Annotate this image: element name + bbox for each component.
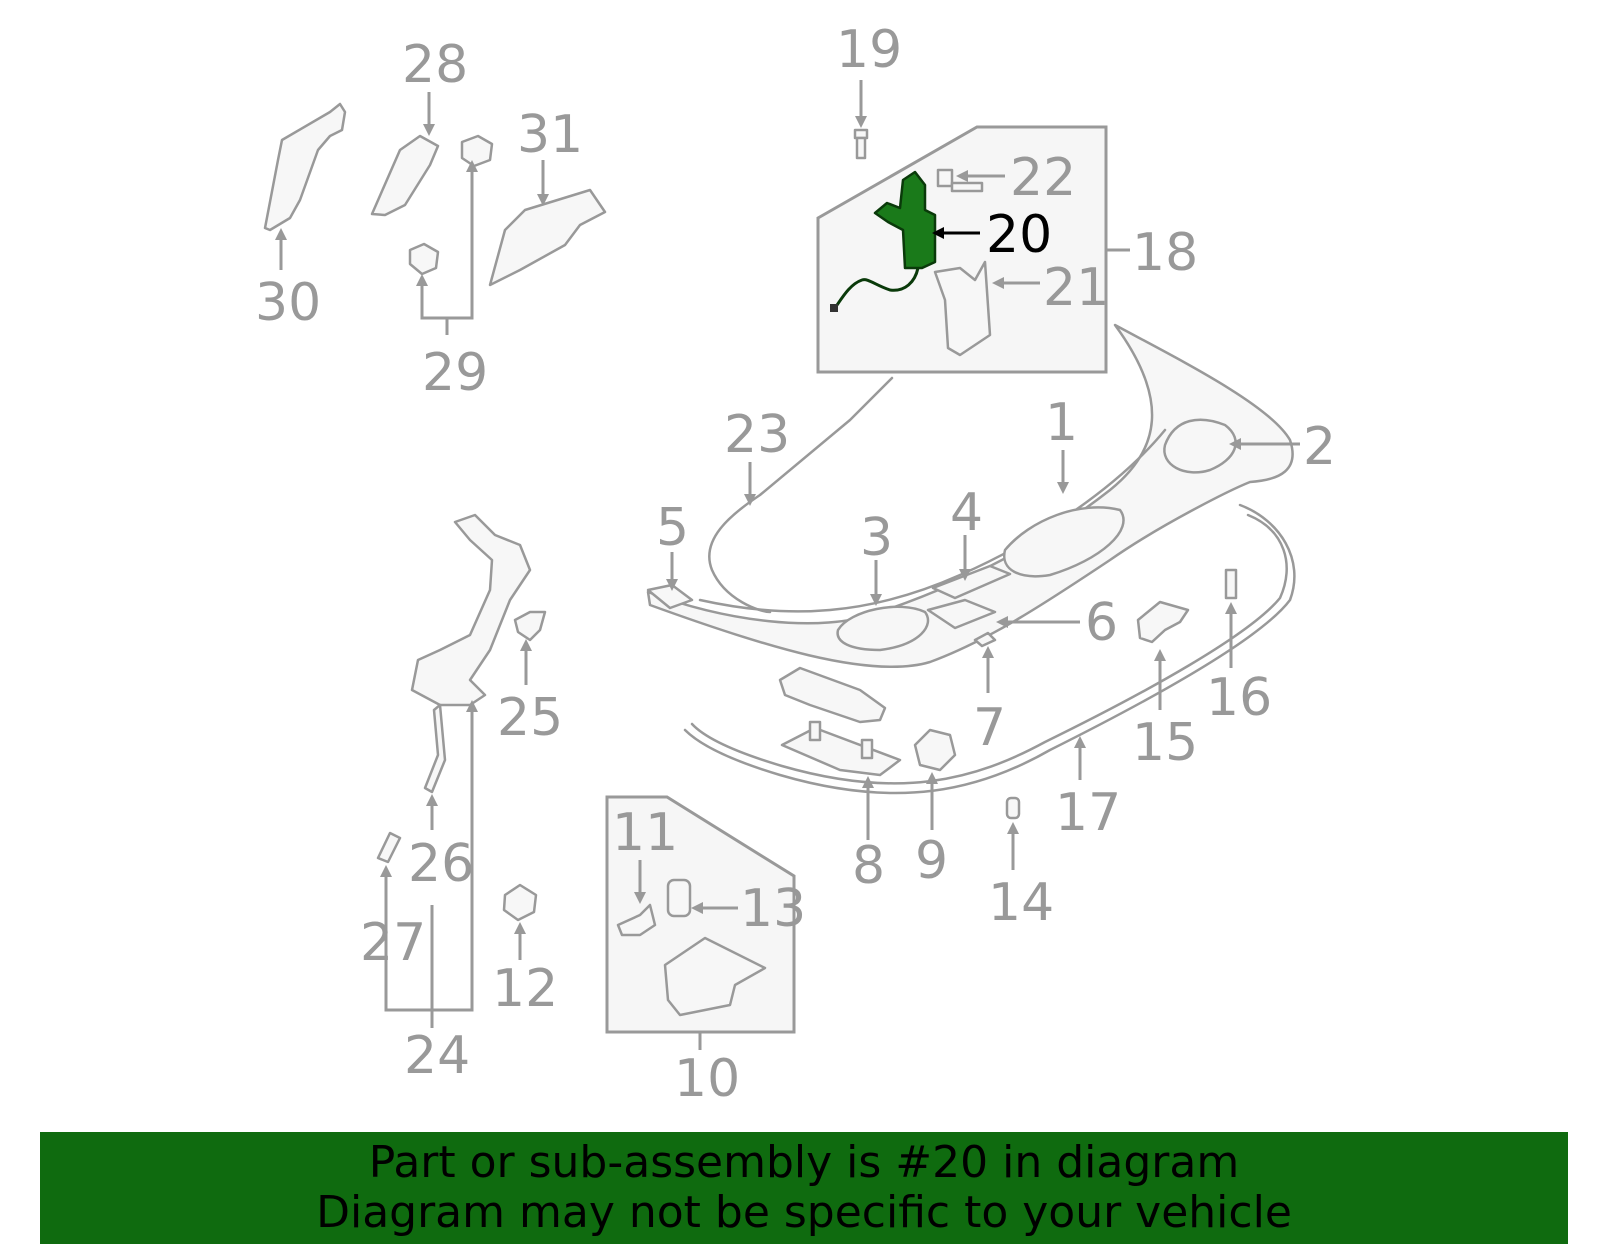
callout-19: 19 xyxy=(836,20,902,80)
part-17-weatherstrip xyxy=(683,503,1296,795)
banner-line-1: Part or sub-assembly is #20 in diagram xyxy=(368,1137,1240,1188)
part-8-pin-b xyxy=(860,738,874,760)
callout-2: 2 xyxy=(1303,417,1336,477)
part-31-bracket xyxy=(488,188,607,287)
part-1-trunk-lid xyxy=(646,323,1294,669)
callout-18: 18 xyxy=(1132,223,1198,283)
part-21-bracket xyxy=(933,260,992,357)
callout-8: 8 xyxy=(852,836,885,896)
part-28-cover xyxy=(370,134,440,217)
info-banner: Part or sub-assembly is #20 in diagram D… xyxy=(40,1132,1568,1244)
part-11-clip xyxy=(616,903,657,937)
callout-1: 1 xyxy=(1045,393,1078,453)
callout-21: 21 xyxy=(1043,258,1109,318)
callout-26: 26 xyxy=(408,834,474,894)
callout-23: 23 xyxy=(724,405,790,465)
part-30-trim xyxy=(263,102,347,232)
callout-10: 10 xyxy=(674,1049,740,1109)
part-24-hinge xyxy=(410,513,532,707)
part-handle-recess xyxy=(1002,506,1125,578)
part-26-rod xyxy=(423,703,447,794)
part-12-nut xyxy=(502,883,538,922)
part-17-weatherstrip-inner xyxy=(690,513,1288,785)
part-9-bumper xyxy=(913,728,957,772)
part-23-cable xyxy=(708,376,894,614)
part-2-emblem xyxy=(1163,418,1237,474)
callout-3: 3 xyxy=(860,508,893,568)
part-6-plate xyxy=(926,598,997,630)
callout-7: 7 xyxy=(973,698,1006,758)
part-14-plug xyxy=(1005,796,1021,820)
callout-25: 25 xyxy=(497,688,563,748)
part-hinge-lower xyxy=(778,666,887,724)
part-13-grommet xyxy=(666,878,692,918)
callout-13: 13 xyxy=(740,879,806,939)
leader-29 xyxy=(420,170,474,335)
callout-24: 24 xyxy=(404,1026,470,1086)
part-4-pad xyxy=(931,564,1012,600)
callout-11: 11 xyxy=(612,803,678,863)
part-16-screw xyxy=(1224,568,1238,600)
part-10-bracket xyxy=(663,936,767,1017)
part-27-pin xyxy=(376,831,402,864)
callout-31: 31 xyxy=(517,105,583,165)
part-8-striker xyxy=(780,726,902,777)
callout-12: 12 xyxy=(492,959,558,1019)
part-20-highlighted xyxy=(830,170,937,312)
leader-24 xyxy=(384,710,474,1028)
callout-29: 29 xyxy=(422,343,488,403)
part-19-bolt xyxy=(853,128,869,160)
part-15-bracket xyxy=(1136,600,1190,644)
part-8-pin-a xyxy=(808,720,822,742)
callout-30: 30 xyxy=(255,273,321,333)
callout-9: 9 xyxy=(915,831,948,891)
part-5-corner xyxy=(646,583,694,610)
banner-line-2: Diagram may not be specific to your vehi… xyxy=(316,1187,1292,1238)
part-25-clip xyxy=(513,610,547,642)
part-29-nut-upper xyxy=(460,134,494,168)
callout-16: 16 xyxy=(1206,668,1272,728)
part-22-bolt xyxy=(936,168,984,193)
callout-27: 27 xyxy=(360,913,426,973)
part-3-cap xyxy=(836,605,930,652)
callout-5: 5 xyxy=(656,498,689,558)
part-1-lid-inner xyxy=(698,428,1167,613)
part-7-clip xyxy=(973,631,997,648)
callout-28: 28 xyxy=(402,35,468,95)
callout-15: 15 xyxy=(1132,713,1198,773)
callout-22: 22 xyxy=(1010,148,1076,208)
callout-17: 17 xyxy=(1055,783,1121,843)
part-29-nut-lower xyxy=(408,242,440,276)
callout-14: 14 xyxy=(988,873,1054,933)
callout-4: 4 xyxy=(950,483,983,543)
callout-20: 20 xyxy=(986,205,1052,265)
callout-6: 6 xyxy=(1085,593,1118,653)
